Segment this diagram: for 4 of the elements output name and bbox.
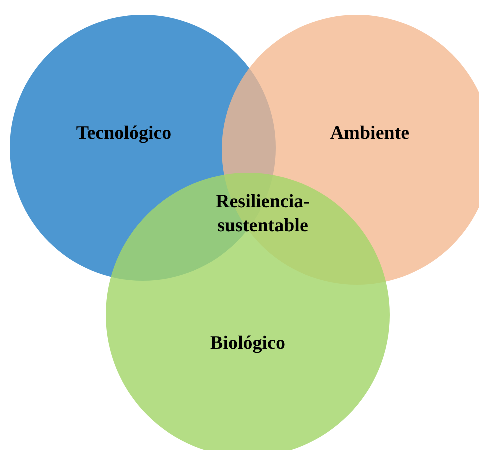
circle-label: Biológico [210, 333, 286, 355]
circle-label: Ambiente [330, 123, 410, 145]
overlap-label: Resiliencia-sustentable [215, 190, 311, 238]
circle-label: Tecnológico [76, 123, 172, 145]
